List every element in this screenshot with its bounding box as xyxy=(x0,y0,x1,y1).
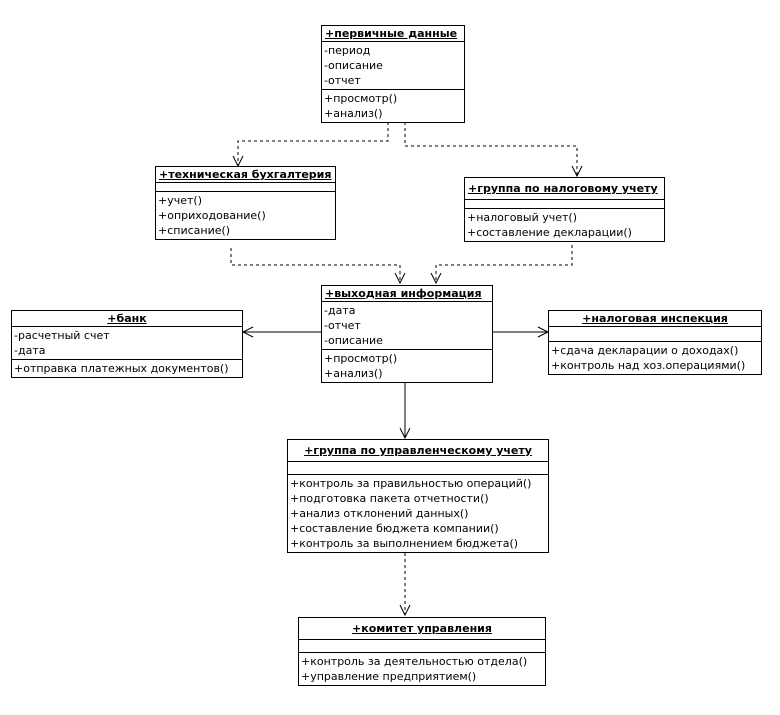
class-name: +налоговая инспекция xyxy=(549,311,761,327)
attribute: -дата xyxy=(324,304,356,317)
class-management-accounting-group[interactable]: +группа по управленческому учету +контро… xyxy=(287,439,549,553)
attributes-section xyxy=(288,462,548,475)
class-name: +группа по налоговому учету xyxy=(465,178,664,200)
method: +отправка платежных документов() xyxy=(14,362,229,375)
class-technical-accounting[interactable]: +техническая бухгалтерия +учет() +оприхо… xyxy=(155,166,336,240)
method: +налоговый учет() xyxy=(467,211,577,224)
class-name: +банк xyxy=(12,311,242,327)
attribute: -описание xyxy=(324,334,383,347)
class-name: +выходная информация xyxy=(322,286,492,302)
dependency-primary-to-tax-group xyxy=(404,122,578,176)
attribute: -описание xyxy=(324,59,383,72)
arrowhead-tech-to-output xyxy=(394,272,406,285)
class-name: +группа по управленческому учету xyxy=(288,440,548,462)
method: +просмотр() xyxy=(324,352,398,365)
attribute: -дата xyxy=(14,344,46,357)
method: +анализ() xyxy=(324,367,383,380)
arrowhead-primary-to-tax-group xyxy=(571,165,583,178)
attribute: -отчет xyxy=(324,74,361,87)
attribute: -период xyxy=(324,44,371,57)
method: +управление предприятием() xyxy=(301,670,477,683)
attributes-section xyxy=(156,183,335,192)
class-output-information[interactable]: +выходная информация -дата -отчет -описа… xyxy=(321,285,493,383)
attributes-section xyxy=(549,327,761,342)
method: +составление бюджета компании() xyxy=(290,522,499,535)
class-bank[interactable]: +банк -расчетный счет -дата +отправка пл… xyxy=(11,310,243,378)
class-primary-data[interactable]: +первичные данные -период -описание -отч… xyxy=(321,25,465,123)
method: +подготовка пакета отчетности() xyxy=(290,492,489,505)
method: +сдача декларации о доходах() xyxy=(551,344,739,357)
method: +контроль за выполнением бюджета() xyxy=(290,537,519,550)
class-name: +комитет управления xyxy=(299,618,545,640)
dependency-tech-to-output xyxy=(230,248,401,283)
method: +просмотр() xyxy=(324,92,398,105)
attribute: -расчетный счет xyxy=(14,329,110,342)
class-tax-accounting-group[interactable]: +группа по налоговому учету +налоговый у… xyxy=(464,177,665,242)
attributes-section xyxy=(299,640,545,653)
method: +списание() xyxy=(158,224,231,237)
method: +анализ отклонений данных() xyxy=(290,507,469,520)
class-tax-inspection[interactable]: +налоговая инспекция +сдача декларации о… xyxy=(548,310,762,375)
method: +оприходование() xyxy=(158,209,266,222)
dependency-tax-group-to-output xyxy=(435,245,573,283)
class-name: +техническая бухгалтерия xyxy=(156,167,335,183)
method: +учет() xyxy=(158,194,202,207)
method: +контроль за правильностью операций() xyxy=(290,477,532,490)
arrowhead-output-to-mgmt-group xyxy=(399,427,411,440)
arrowhead-output-to-bank xyxy=(241,326,254,338)
attribute: -отчет xyxy=(324,319,361,332)
attributes-section xyxy=(465,200,664,209)
class-management-committee[interactable]: +комитет управления +контроль за деятель… xyxy=(298,617,546,686)
arrowhead-tax-group-to-output xyxy=(430,272,442,285)
arrowhead-mgmt-group-to-committee xyxy=(399,604,411,617)
class-name: +первичные данные xyxy=(322,26,464,42)
dependency-primary-to-tech xyxy=(237,122,389,166)
method: +контроль за деятельностью отдела() xyxy=(301,655,528,668)
method: +анализ() xyxy=(324,107,383,120)
method: +составление декларации() xyxy=(467,226,632,239)
method: +контроль над хоз.операциями() xyxy=(551,359,746,372)
